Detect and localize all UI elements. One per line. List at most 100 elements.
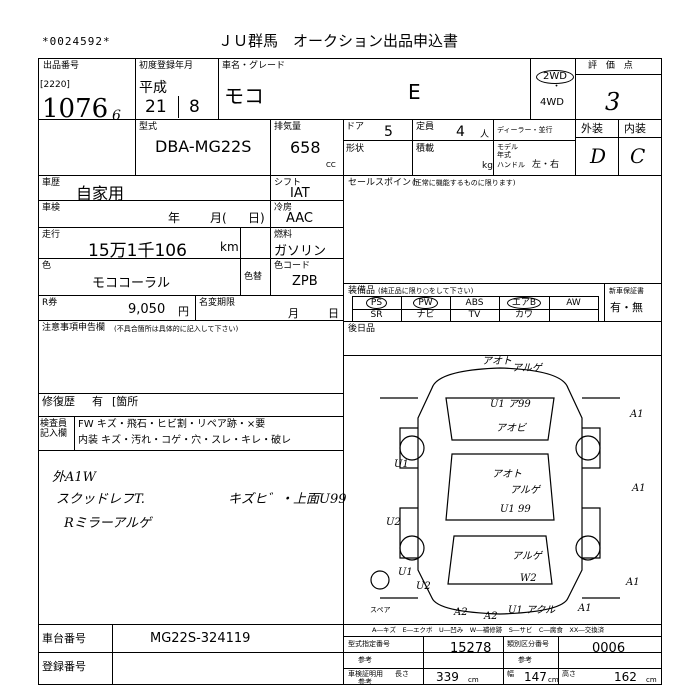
width: 147 [524, 670, 547, 684]
drive-2wd: 2WD [536, 70, 574, 84]
capacity-label: 定員 [416, 122, 435, 132]
cm-unit-3: cm [646, 676, 657, 684]
damage-mark: A1 [578, 603, 592, 614]
form-title: ＪＵ群馬 オークション出品申込書 [218, 32, 459, 50]
history-label: 車歴 [42, 178, 61, 188]
first-reg-label: 初度登録年月 [139, 61, 194, 71]
lot-suffix: 6 [112, 108, 121, 124]
door-label: ドア [346, 122, 365, 132]
equip-sub: (純正品に限り○をして下さい) [378, 287, 474, 295]
shaken-day: 日) [248, 211, 265, 225]
width-label: 幅 [507, 670, 514, 678]
damage-mark: A1 [630, 409, 644, 420]
notice-label: 注意事項申告欄 [42, 323, 106, 333]
damage-mark: アルゲ [510, 485, 540, 496]
deadline-day: 日 [328, 307, 339, 320]
repair-label: 修復歴 [42, 395, 75, 408]
height-label: 高さ [562, 670, 576, 678]
damage-mark: アオビ [496, 423, 526, 434]
equip-airbag: エアB [506, 297, 542, 309]
damage-mark: A2 [484, 611, 498, 622]
cm-unit-1: cm [468, 676, 479, 684]
warranty-label: 新車保証書 [609, 287, 644, 295]
displacement: 658 [290, 138, 321, 157]
car-name: モコ [224, 84, 264, 108]
serial-number: *0024592* [42, 35, 111, 48]
shaken-month: 月( [210, 211, 227, 225]
damage-mark: U1 [398, 567, 413, 578]
note-3: Rミラーアルゲ [64, 516, 152, 531]
length-label: 長さ [395, 670, 409, 678]
damage-mark: A2 [454, 607, 468, 618]
damage-mark: U1 ア99 [490, 399, 531, 410]
score: 3 [605, 88, 621, 116]
equip-label: 装備品 [348, 286, 376, 296]
note-2: スクッドレフT. [56, 492, 145, 507]
shape-label: 形状 [346, 144, 365, 154]
repair-value: 有 [92, 395, 103, 408]
type-no-label: 型式指定番号 [348, 640, 390, 648]
shift-label: シフト [274, 178, 302, 188]
sales-label: セールスポイント [348, 178, 421, 188]
note-1: 外A1W [52, 470, 97, 485]
fuel-label: 燃料 [274, 230, 293, 240]
check-line2: 内装 キズ・汚れ・コゲ・穴・スレ・キレ・破レ [78, 435, 292, 446]
check-label: 検査員 記入欄 [40, 419, 68, 439]
code: [2220] [40, 80, 70, 90]
damage-mark: W2 [520, 573, 537, 584]
yen-unit: 円 [178, 305, 189, 318]
damage-mark: アルゲ [512, 363, 542, 374]
reg-label: 登録番号 [42, 660, 86, 673]
score-label: 評 価 点 [588, 61, 636, 71]
equip-aw: AW [566, 298, 581, 308]
equip-ps: PS [365, 297, 388, 309]
equip-sr: SR [370, 310, 383, 320]
damage-mark: アルゲ [512, 551, 542, 562]
car-damage-diagram [370, 367, 620, 615]
handle-label: ハンドル [497, 161, 525, 169]
equip-leather: カワ [514, 310, 533, 320]
lot-number: 1076 [42, 94, 109, 124]
check-line1: FW キズ・飛石・ヒビ割・リペア跡・×要 [78, 419, 266, 430]
colorcode: ZPB [292, 274, 318, 289]
drive-4wd: 4WD [540, 97, 564, 108]
km-unit: km [220, 240, 239, 254]
dealer-label: ディーラー・並行 [497, 126, 553, 134]
int-grade: C [630, 144, 646, 168]
chassis-number: MG22S-324119 [150, 631, 251, 646]
colorcode-label: 色コード [274, 261, 311, 271]
class-no: 0006 [592, 641, 626, 656]
equip-tv: TV [468, 310, 481, 320]
recycle-label: R券 [42, 298, 58, 308]
back-label: 後日品 [348, 324, 376, 334]
damage-mark: U1 [394, 459, 409, 470]
notice-sub: (不具合箇所は具体的に記入して下さい) [114, 325, 239, 333]
history: 自家用 [76, 184, 125, 203]
ac-label: 冷房 [274, 203, 293, 213]
sales-sub: (正常に機能するものに限ります) [412, 179, 516, 187]
class-label: 類別区分番号 [507, 640, 549, 648]
shaken-label: 車検 [42, 203, 61, 213]
deadline-month: 月 [288, 307, 299, 320]
shaken-year: 年 [168, 211, 181, 225]
cm-unit-2: cm [548, 676, 559, 684]
spare-label: スペア [370, 606, 391, 614]
color-label: 色 [42, 261, 52, 271]
damage-mark: A1 [626, 577, 640, 588]
ref-label-1: 参考 [358, 656, 372, 664]
ext-label: 外装 [581, 122, 603, 135]
warranty: 有・無 [610, 301, 643, 314]
ac: AAC [286, 211, 313, 226]
drive-dot: ・ [552, 82, 562, 92]
kg-unit: kg [482, 161, 493, 171]
length: 339 [436, 670, 459, 684]
form-frame [38, 58, 662, 685]
modelyear-label: モデル年式 [497, 143, 518, 159]
capacity: 4 [456, 124, 465, 140]
orig-color-label: 色替 [244, 272, 263, 282]
equip-navi: ナビ [416, 310, 435, 320]
name-label: 車名・グレード [222, 61, 286, 71]
cert-label: 車検証明用 [348, 670, 383, 678]
color: モココーラル [92, 276, 171, 291]
note-4: キズヒ゛・上面U99 [228, 492, 347, 507]
